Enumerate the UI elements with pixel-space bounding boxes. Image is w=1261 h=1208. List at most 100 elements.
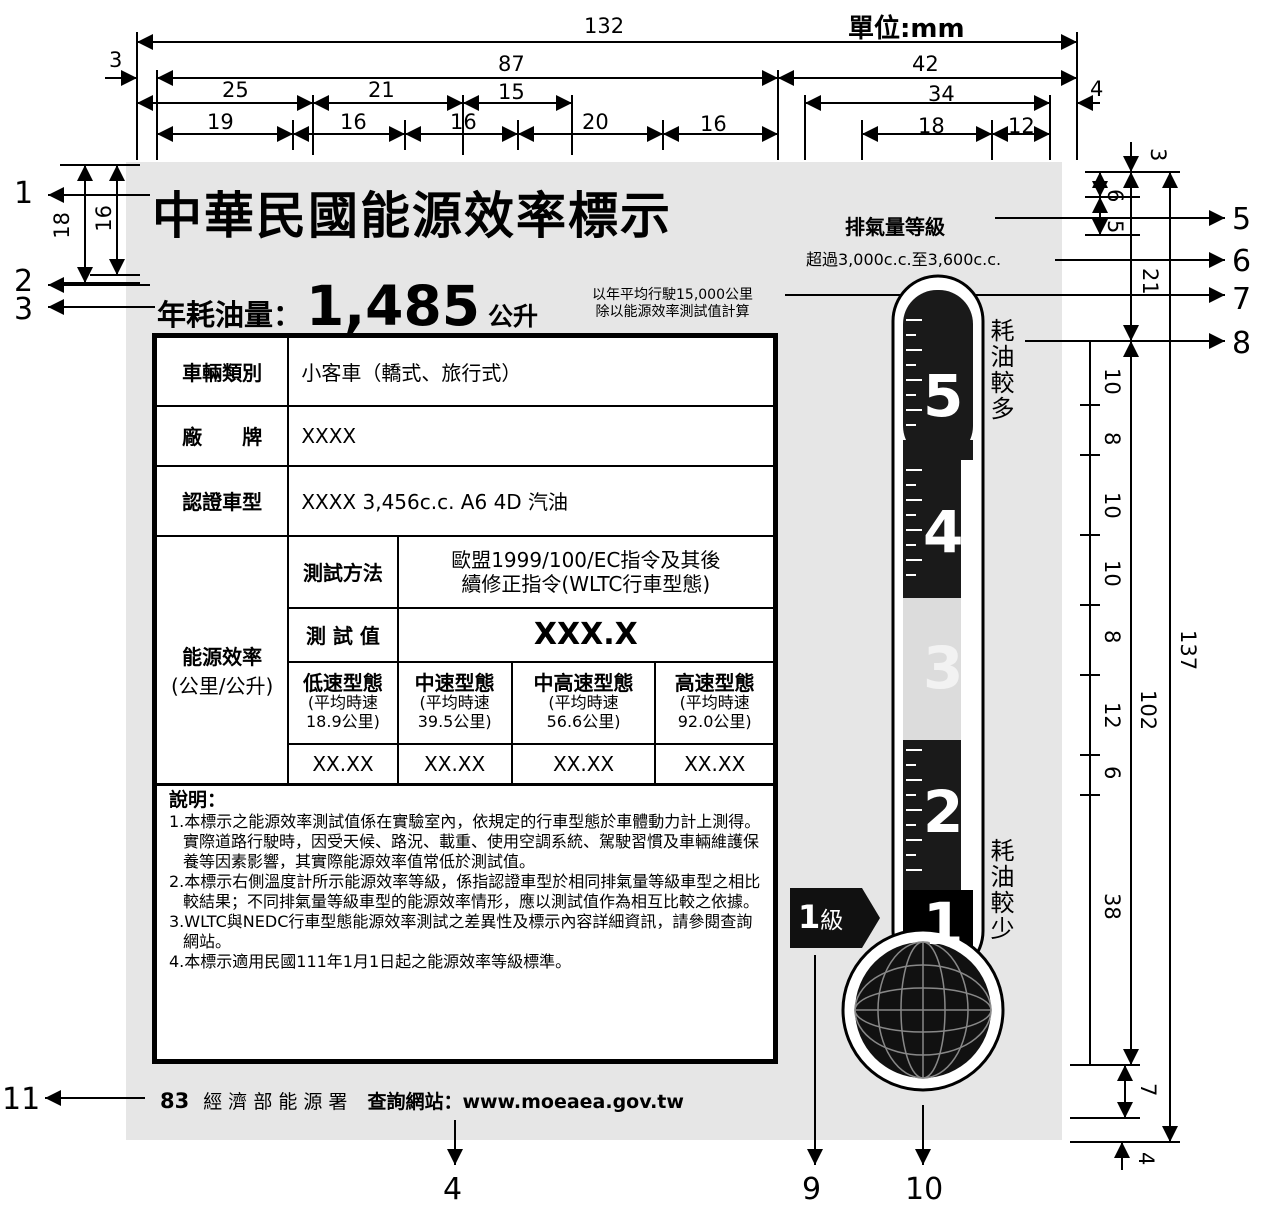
- unit-label: 單位:mm: [848, 14, 965, 44]
- label-title: 中華民國能源效率標示: [152, 187, 672, 245]
- displacement-class-title: 排氣量等級: [845, 215, 945, 239]
- grade-badge-unit: 級: [820, 908, 844, 934]
- dim-15: 15: [498, 80, 525, 104]
- callout-11: 11: [2, 1082, 41, 1117]
- dim-20: 20: [582, 110, 609, 134]
- dim-34: 34: [928, 82, 955, 106]
- callout-2: 2: [14, 264, 34, 299]
- mode-cell: 中速型態 (平均時速 39.5公里): [396, 660, 513, 745]
- dim-right-7: 7: [1136, 1083, 1160, 1097]
- dim-25: 25: [222, 78, 249, 102]
- mode-speed: 18.9公里): [306, 712, 380, 731]
- row-value: XXXX: [287, 404, 777, 467]
- fuel-value: 1,485: [306, 274, 480, 338]
- callout-6: 6: [1232, 244, 1252, 279]
- table-row: 能源效率 (公里/公升) 測試方法 歐盟1999/100/EC指令及其後 續修正…: [153, 534, 777, 787]
- dim-left-18: 18: [50, 212, 74, 239]
- dim-right-6b: 6: [1100, 766, 1124, 780]
- callout-4: 4: [443, 1172, 463, 1207]
- callout-8: 8: [1232, 326, 1252, 361]
- explanation-item: 2.本標示右側溫度計所示能源效率等級，係指認證車型於相同排氣量等級車型之相比較結…: [169, 872, 761, 911]
- table-row: 低速型態 (平均時速 18.9公里) 中速型態 (平均時速 39.5公里) 中高…: [155, 660, 777, 745]
- dim-right-8: 8: [1100, 432, 1124, 446]
- explanation-item: 3.WLTC與NEDC行車型態能源效率測試之差異性及標示內容詳細資訊，請參閱查詢…: [169, 912, 753, 951]
- level-1: 1: [923, 890, 964, 958]
- dim-12: 12: [1008, 114, 1035, 138]
- dim-87: 87: [498, 52, 525, 76]
- dim-19: 19: [207, 110, 234, 134]
- info-table: 車輛類別 小客車（轎式、旅行式） 廠 牌 XXXX 認證車型 XXXX 3,45…: [152, 333, 778, 788]
- mode-desc: (平均時速: [307, 693, 379, 712]
- grade-badge: 1級: [798, 898, 843, 936]
- dim-16c: 16: [700, 112, 727, 136]
- agency-name: 經 濟 部 能 源 署: [203, 1091, 348, 1113]
- dim-21: 21: [368, 78, 395, 102]
- table-row: 認證車型 XXXX 3,456c.c. A6 4D 汽油: [153, 464, 777, 537]
- mode-cell: 高速型態 (平均時速 92.0公里): [654, 660, 777, 745]
- method-value-line2: 續修正指令(WLTC行車型態): [461, 571, 711, 596]
- mode-value: XX.XX: [396, 742, 513, 787]
- mode-speed: 56.6公里): [546, 712, 621, 731]
- mode-name: 高速型態: [674, 671, 755, 695]
- dim-18: 18: [918, 114, 945, 138]
- thermometer: [790, 274, 1005, 1092]
- test-value: XXX.X: [396, 606, 777, 663]
- table-row: XX.XX XX.XX XX.XX XX.XX: [155, 742, 777, 787]
- level-2: 2: [923, 778, 964, 846]
- fuel-unit: 公升: [488, 302, 539, 331]
- method-key: 測試方法: [287, 534, 399, 609]
- callout-3: 3: [14, 292, 34, 327]
- less-fuel-text: 耗油較少: [986, 838, 1014, 942]
- dim-right-10: 10: [1100, 368, 1124, 395]
- method-value-line1: 歐盟1999/100/EC指令及其後: [451, 547, 721, 572]
- explanation-item: 4.本標示適用民國111年1月1日起之能源效率等級標準。: [169, 952, 572, 971]
- dim-right-3: 3: [1146, 148, 1170, 162]
- explanation-item: 1.本標示之能源效率測試值係在實驗室內，依規定的行車型態於車體動力計上測得。實際…: [169, 812, 761, 871]
- callout-1: 1: [14, 176, 34, 211]
- dim-right-10c: 10: [1100, 560, 1124, 587]
- mode-value: XX.XX: [287, 742, 399, 787]
- grade-badge-number: 1: [798, 898, 821, 936]
- level-5: 5: [923, 362, 964, 430]
- dim-3: 3: [109, 48, 123, 72]
- dim-right-102: 102: [1136, 690, 1160, 731]
- dim-16b: 16: [450, 110, 477, 134]
- mode-name: 中高速型態: [533, 671, 634, 695]
- callout-7: 7: [1232, 282, 1252, 317]
- query-website[interactable]: 查詢網站：www.moeaea.gov.tw: [367, 1091, 684, 1113]
- mode-desc: (平均時速: [679, 693, 750, 712]
- fuel-note-line1: 以年平均行駛15,000公里: [592, 287, 753, 303]
- dim-left-16: 16: [92, 205, 116, 232]
- fuel-note-line2: 除以能源效率測試值計算: [595, 304, 750, 320]
- test-value-key: 測 試 值: [287, 606, 399, 663]
- mode-cell: 中高速型態 (平均時速 56.6公里): [510, 660, 657, 745]
- callout-5: 5: [1232, 202, 1252, 237]
- method-value: 歐盟1999/100/EC指令及其後 續修正指令(WLTC行車型態): [396, 534, 777, 609]
- dim-right-137: 137: [1176, 630, 1200, 671]
- dim-right-5: 5: [1103, 220, 1127, 234]
- dim-right-10b: 10: [1100, 492, 1124, 519]
- mode-desc: (平均時速: [548, 693, 619, 712]
- dim-132: 132: [584, 14, 625, 38]
- mode-value: XX.XX: [510, 742, 657, 787]
- dim-right-21: 21: [1138, 268, 1162, 295]
- mode-desc: (平均時速: [419, 693, 490, 712]
- table-row: 測 試 值 XXX.X: [155, 606, 777, 663]
- mode-name: 中速型態: [414, 671, 495, 695]
- explanation-box: 說明： 1.本標示之能源效率測試值係在實驗室內，依規定的行車型態於車體動力計上測…: [152, 786, 778, 1064]
- row-value: XXXX 3,456c.c. A6 4D 汽油: [287, 464, 777, 537]
- row-key: 車輛類別: [153, 334, 290, 407]
- level-4: 4: [923, 498, 964, 566]
- more-fuel-text: 耗油較多: [986, 318, 1014, 422]
- row-value: 小客車（轎式、旅行式）: [287, 334, 777, 407]
- dim-right-4: 4: [1134, 1152, 1158, 1166]
- fuel-note: 以年平均行駛15,000公里 除以能源效率測試值計算: [565, 287, 780, 321]
- efficiency-label-2: (公里/公升): [170, 673, 274, 698]
- mode-name: 低速型態: [302, 671, 383, 695]
- mode-cell: 低速型態 (平均時速 18.9公里): [287, 660, 399, 745]
- dim-42: 42: [912, 52, 939, 76]
- dim-right-8b: 8: [1100, 630, 1124, 644]
